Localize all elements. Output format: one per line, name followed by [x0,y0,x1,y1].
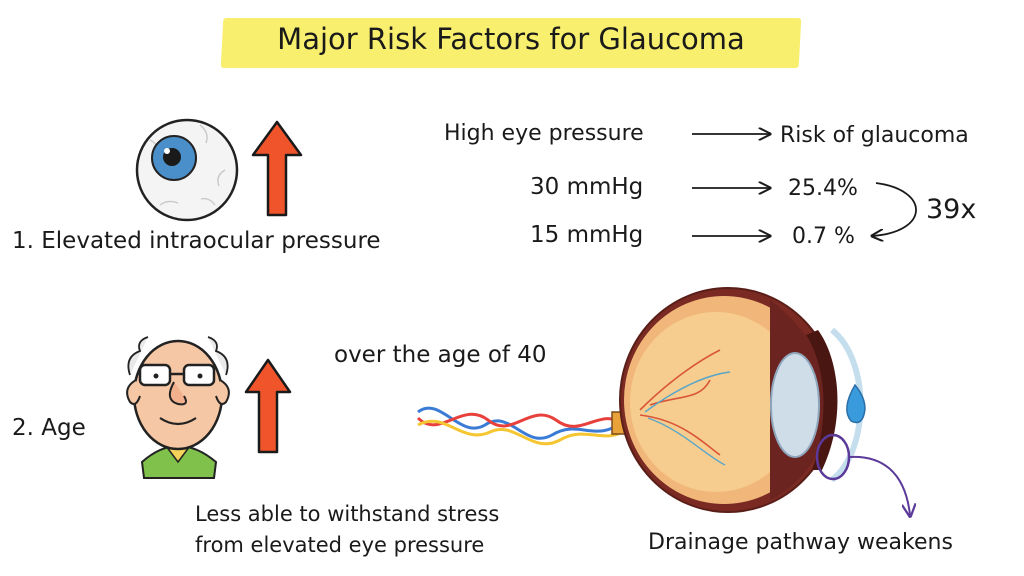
page-title: Major Risk Factors for Glaucoma [277,22,745,56]
stress-text-line1: Less able to withstand stress [195,502,500,526]
eye-anatomy-icon [611,287,866,513]
header-risk-of-glaucoma: Risk of glaucoma [780,123,969,148]
eyeball-icon [135,118,239,222]
risk-30-value: 25.4% [788,176,858,201]
increase-arrow-icon [251,120,303,217]
drainage-callout-arrow [848,455,910,515]
increase-arrow-icon [244,358,292,454]
drainage-label: Drainage pathway weakens [648,530,953,555]
optic-nerve-waves [416,406,626,446]
pressure-15-label: 15 mmHg [530,222,644,248]
pressure-30-label: 30 mmHg [530,174,644,200]
risk-ratio: 39x [926,194,977,225]
age-threshold-text: over the age of 40 [334,342,547,368]
factor1-label: 1. Elevated intraocular pressure [12,228,381,254]
header-high-eye-pressure: High eye pressure [444,121,644,146]
risk-15-value: 0.7 % [792,224,855,249]
factor2-label: 2. Age [12,415,86,441]
comparison-curve-arrow [872,182,917,236]
stress-text-line2: from elevated eye pressure [195,533,485,557]
elderly-man-icon [126,336,230,479]
